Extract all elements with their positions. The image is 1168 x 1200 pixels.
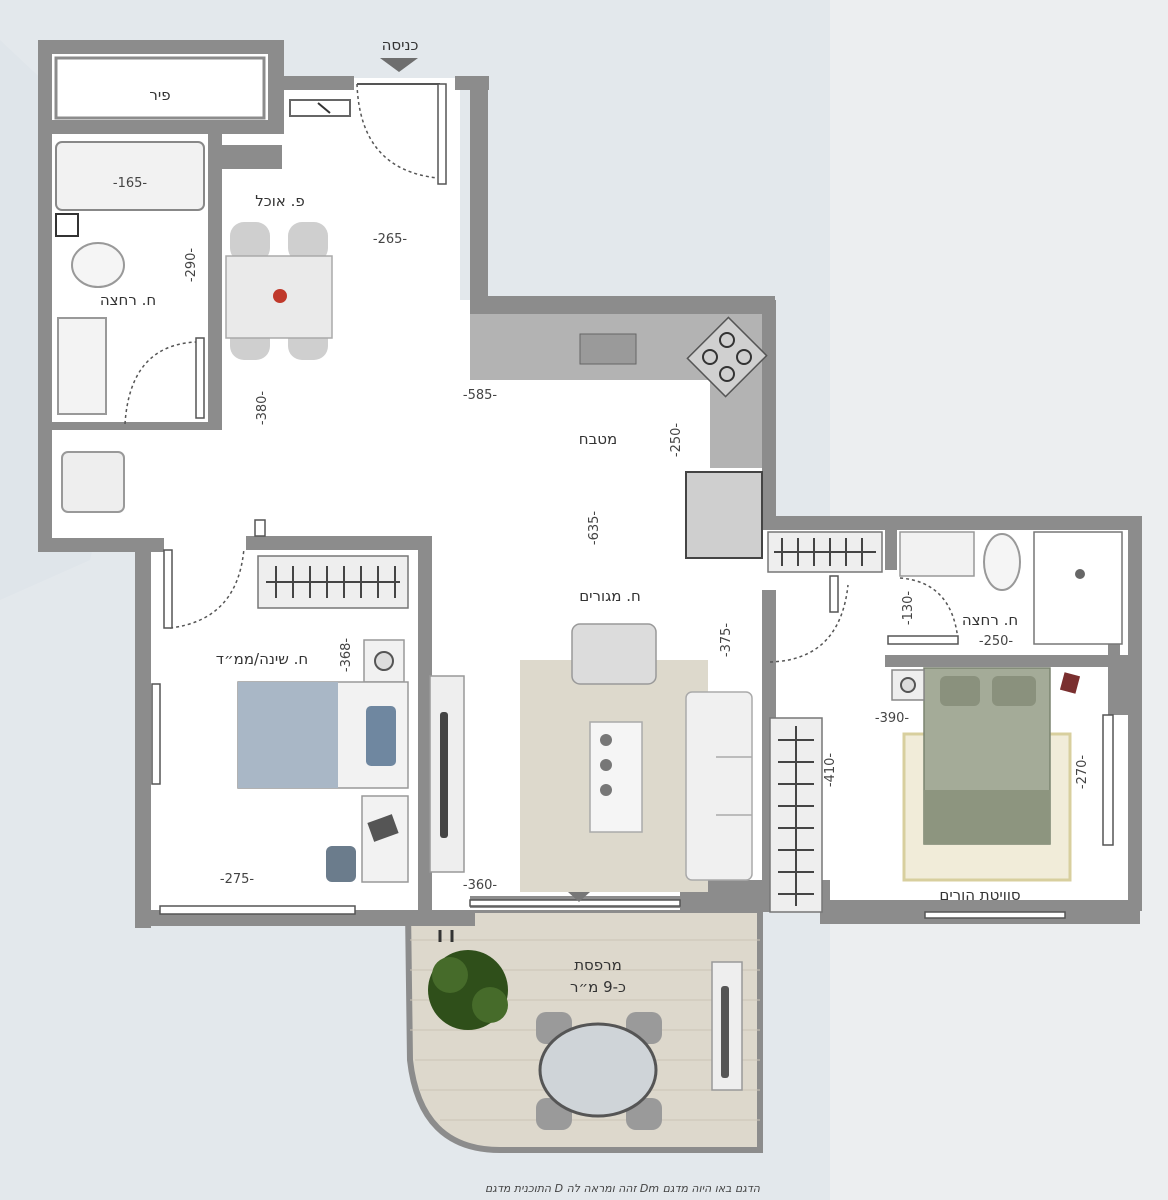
dim-living-side: -375- <box>719 623 734 658</box>
label-balcony: מרפסת <box>574 956 622 974</box>
dining-set <box>225 222 333 360</box>
label-balcony-area: כ-9 מ״ר <box>570 978 626 996</box>
dim-dining-depth: -380- <box>255 391 270 426</box>
stove-icon <box>686 316 768 398</box>
pillow <box>366 706 396 766</box>
hangers-icon <box>266 566 400 598</box>
bath-right-shower <box>1033 531 1123 645</box>
entrance-arrow-icon <box>380 58 418 72</box>
suite-pillow <box>992 676 1036 706</box>
decor <box>600 784 612 796</box>
shaft-box <box>289 99 351 117</box>
footnote: התוכנית מדגם D זהה ומראה לה Dm הדגם באו … <box>485 1182 761 1195</box>
living-window-arrow-icon <box>568 892 590 902</box>
tv <box>440 712 448 838</box>
label-bath-left: ח. רחצה <box>100 291 156 309</box>
coffee-table <box>589 721 643 833</box>
kitchen-counter-side <box>710 380 762 468</box>
dim-bath-right-width: -250- <box>979 634 1014 649</box>
dim-kitchen-depth: -250- <box>669 423 684 458</box>
dim-suite-width: -390- <box>875 711 910 726</box>
suite-door-leaf <box>829 575 839 613</box>
suite-blanket <box>924 790 1050 844</box>
bath-right-toilet <box>983 533 1021 591</box>
suite-pillow <box>940 676 980 706</box>
label-kitchen: מטבח <box>579 430 617 448</box>
refrigerator <box>685 471 763 559</box>
bedroom-door-leaf <box>163 549 173 629</box>
patio-set <box>536 1012 662 1130</box>
dim-bedroom-width: -275- <box>220 872 255 887</box>
dim-living-depth: -635- <box>587 511 602 546</box>
armchair <box>571 623 657 685</box>
dim-kitchen-width: -585- <box>463 388 498 403</box>
bath-right-door-leaf <box>887 635 959 645</box>
entrance-door <box>356 83 447 185</box>
label-entrance: כניסה <box>382 36 419 54</box>
lamp-icon <box>900 677 916 693</box>
phone-icon <box>1059 672 1081 694</box>
shower-drain <box>55 213 79 237</box>
dim-closet-depth: -410- <box>823 753 838 788</box>
bath-door-leaf <box>195 337 205 419</box>
suite-door <box>769 584 849 663</box>
label-living: ח. מגורים <box>579 587 641 605</box>
dim-dining-width: -265- <box>373 232 408 247</box>
kitchen-sink <box>579 333 637 365</box>
dim-suite-depth: -270- <box>1075 755 1090 790</box>
dim-bedroom-depth: -368- <box>339 638 354 673</box>
label-dining: פ. אוכל <box>255 192 304 210</box>
label-parents-suite: סוויטת הורים <box>939 886 1020 904</box>
hangers-icon <box>778 726 814 906</box>
decor <box>600 759 612 771</box>
sofa <box>685 691 753 881</box>
lamp-icon <box>374 651 394 671</box>
washing-machine <box>61 451 125 513</box>
bedroom-door <box>169 547 245 629</box>
dim-bath-depth: -290- <box>184 248 199 283</box>
bathtub <box>55 141 205 211</box>
balcony-bench-seat <box>721 986 729 1078</box>
label-bath-right: ח. רחצה <box>962 611 1018 629</box>
bed-blanket <box>238 682 338 788</box>
desk-chair <box>326 846 356 882</box>
windows <box>151 519 1114 919</box>
desk <box>361 795 409 883</box>
label-pantry: פיר <box>149 86 170 104</box>
shaft-lines <box>317 102 331 114</box>
dim-bath-width: -165- <box>113 176 148 191</box>
toilet <box>71 242 125 288</box>
plant-icon <box>428 950 508 1030</box>
bath-right-sink <box>899 531 975 577</box>
label-bedroom: ח. שינה/ממ״ד <box>216 650 308 668</box>
pantry-box <box>54 56 266 120</box>
laptop-icon <box>367 814 399 842</box>
bath-sink <box>57 317 107 415</box>
decor <box>600 734 612 746</box>
dim-bath-right-depth: -130- <box>901 591 916 626</box>
hangers-icon <box>774 538 876 566</box>
dim-living-width: -360- <box>463 878 498 893</box>
shower-head-icon <box>1075 569 1085 579</box>
